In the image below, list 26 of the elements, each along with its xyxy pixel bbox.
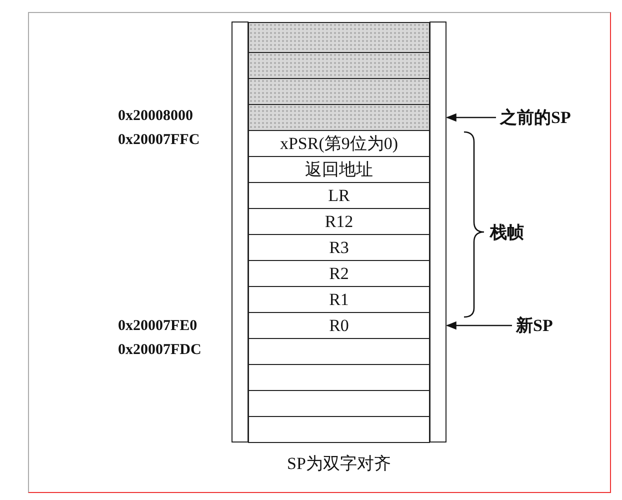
stack-cell: R12 — [248, 208, 430, 235]
arrow — [446, 321, 512, 330]
address-label: 0x20007FDC — [118, 342, 202, 359]
arrow — [446, 113, 496, 122]
empty-stack-cell — [248, 390, 430, 417]
stack-cell: R2 — [248, 260, 430, 287]
pointer-label: 新SP — [516, 314, 553, 337]
stack-cell: R0 — [248, 312, 430, 339]
empty-stack-cell — [248, 364, 430, 391]
caption: SP为双字对齐 — [287, 453, 391, 475]
shaded-stack-cell — [248, 104, 430, 131]
stack-cell: R3 — [248, 234, 430, 261]
stack-cell: R1 — [248, 286, 430, 313]
stack-cell: 返回地址 — [248, 156, 430, 183]
empty-stack-cell — [248, 338, 430, 365]
shaded-stack-cell — [248, 78, 430, 105]
stack-cell: xPSR(第9位为0) — [248, 130, 430, 157]
pointer-label: 之前的SP — [500, 106, 571, 129]
address-label: 0x20008000 — [118, 108, 193, 125]
brace-label: 栈帧 — [490, 222, 524, 244]
shaded-stack-cell — [248, 22, 430, 53]
address-label: 0x20007FFC — [118, 132, 200, 149]
shaded-stack-cell — [248, 52, 430, 79]
address-label: 0x20007FE0 — [118, 318, 198, 335]
empty-stack-cell — [248, 416, 430, 443]
stack-cell: LR — [248, 182, 430, 209]
